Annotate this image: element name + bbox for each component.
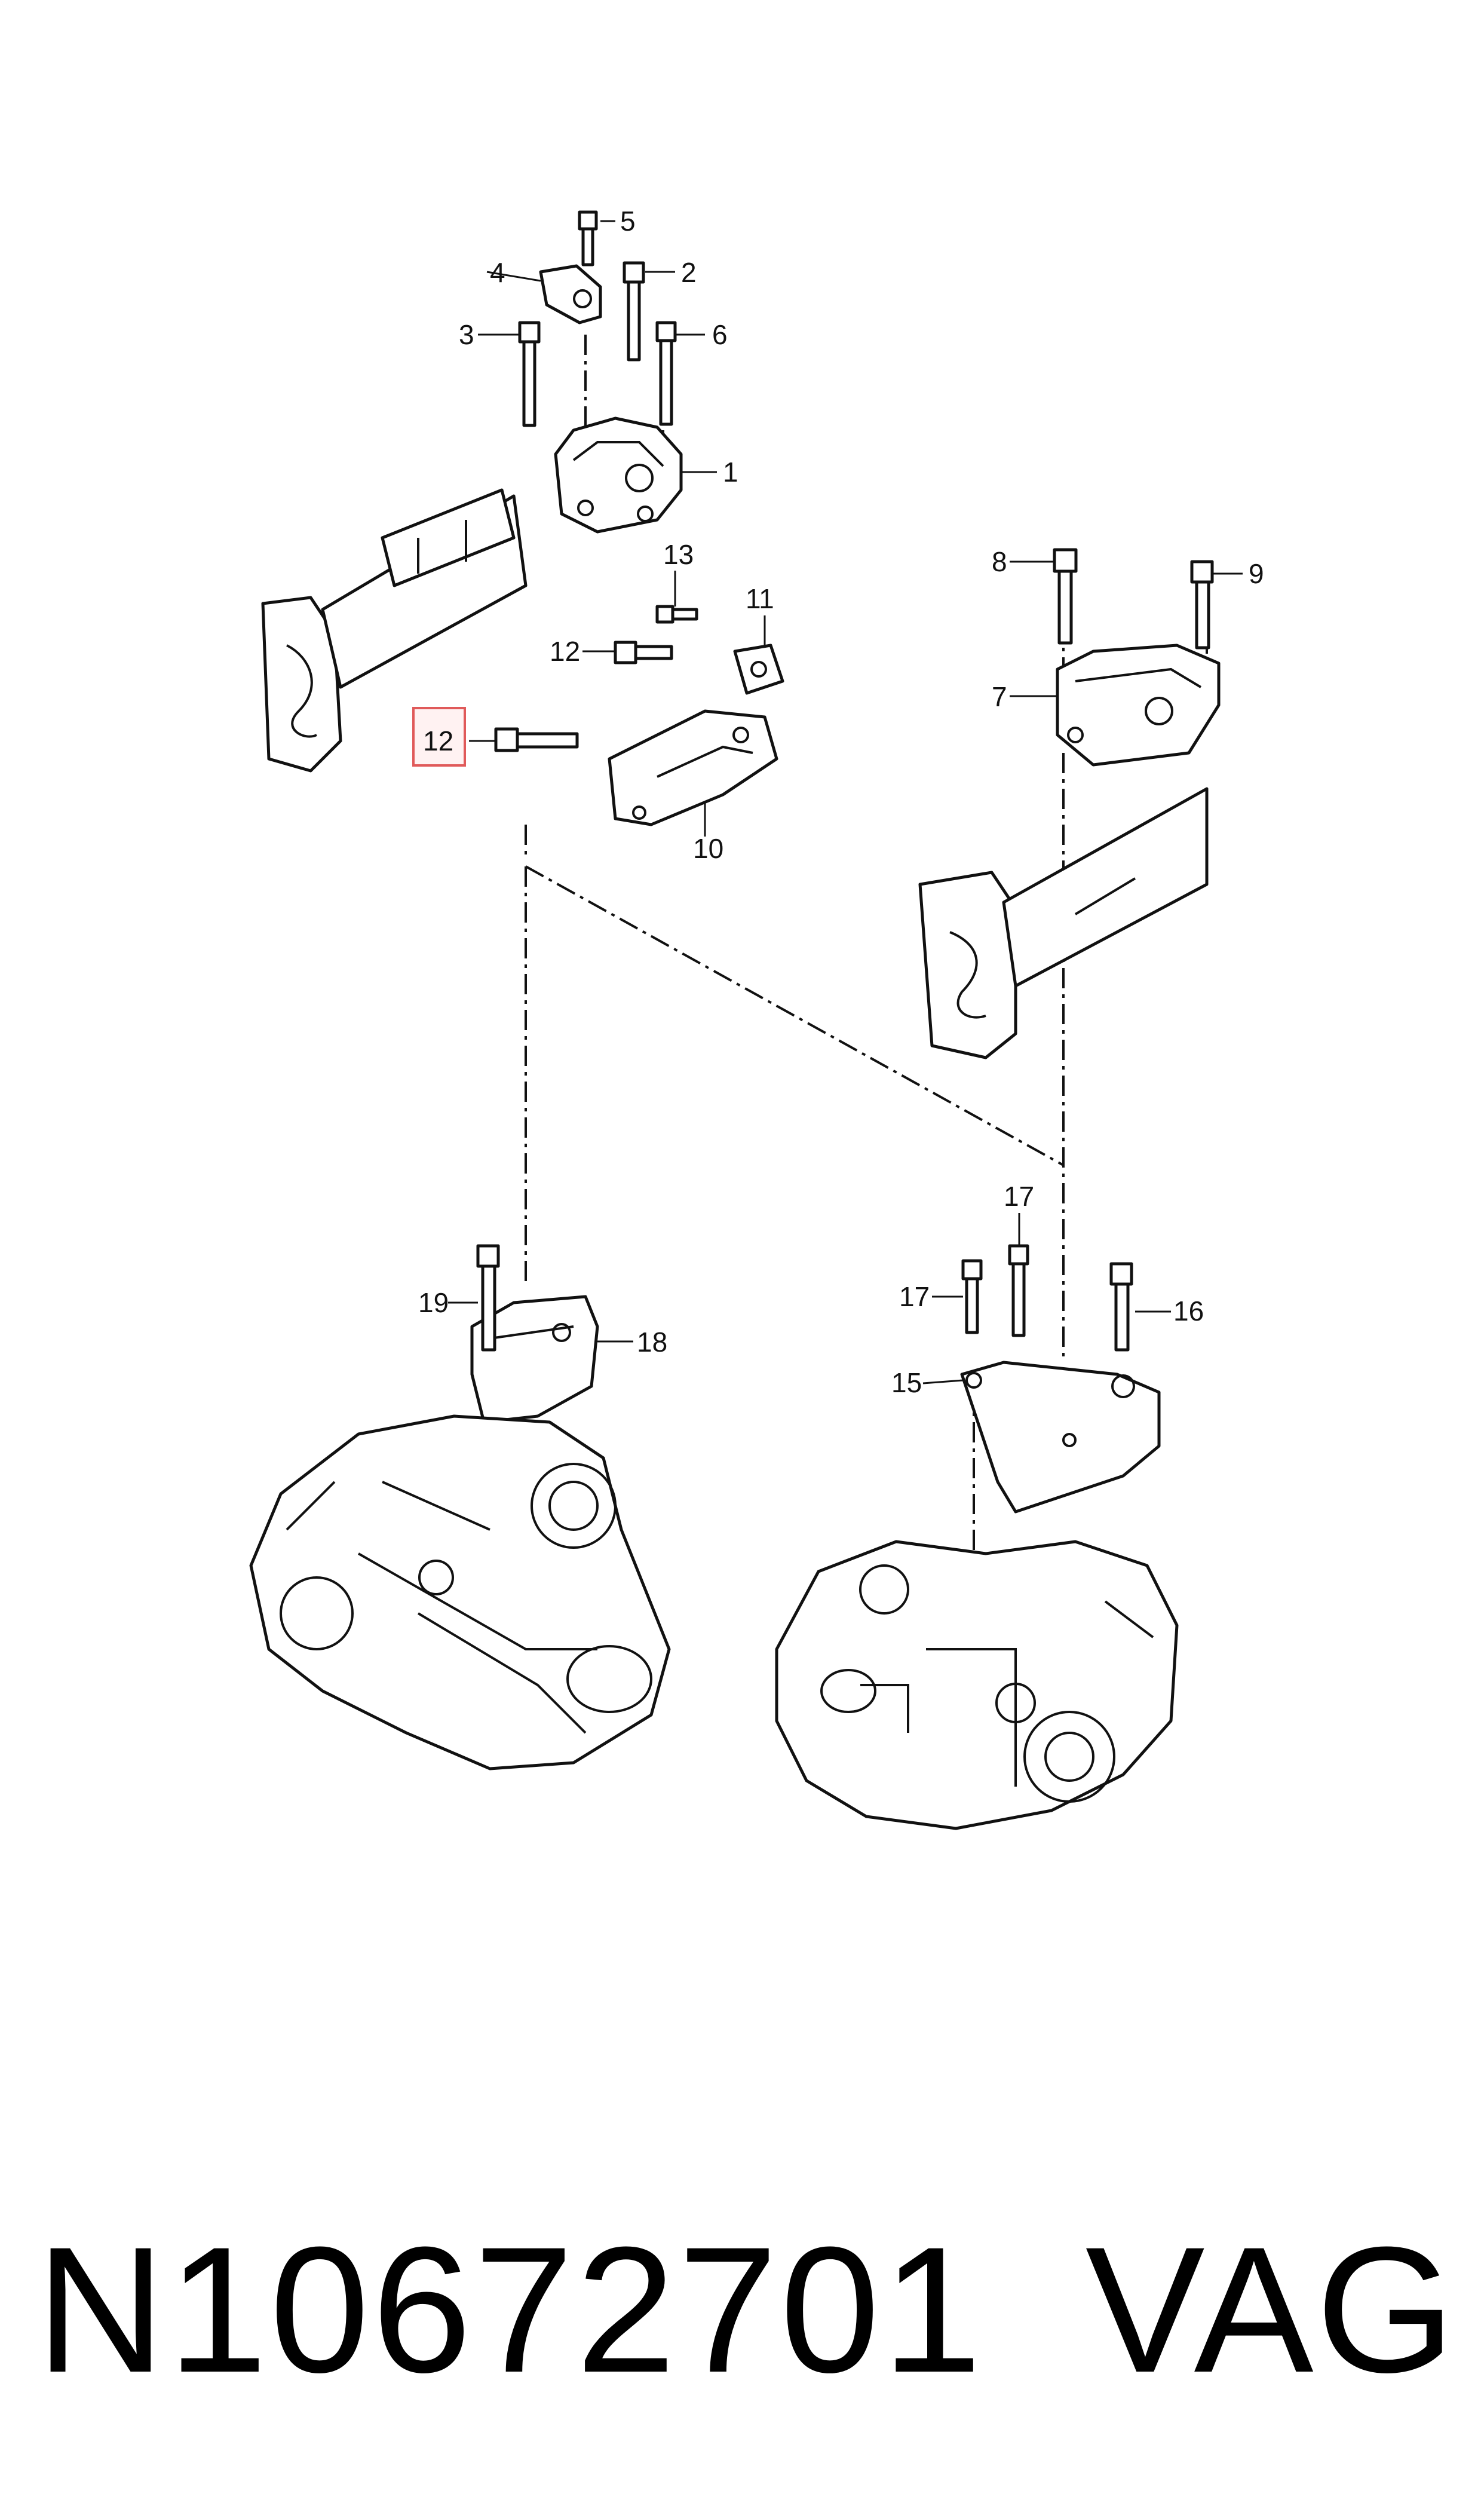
bolt-5[interactable] [578, 210, 598, 266]
manual-gearbox [249, 1414, 671, 1770]
part-number: N10672701 [36, 2209, 985, 2410]
automatic-gearbox [775, 1540, 1179, 1830]
bolt-16[interactable] [1109, 1262, 1133, 1352]
gearbox-mount-18[interactable] [470, 1295, 599, 1424]
bracket-4[interactable] [539, 264, 602, 324]
bracket-15[interactable] [960, 1361, 1161, 1514]
bolt-12-upper[interactable] [614, 641, 673, 664]
bolt-6[interactable] [655, 321, 677, 426]
bolt-19[interactable] [476, 1244, 500, 1352]
callout-12-upper[interactable]: 12 [550, 636, 580, 667]
callout-10[interactable]: 10 [693, 833, 723, 864]
subframe-bracket-right [918, 787, 1209, 1059]
callout-1[interactable]: 1 [723, 457, 738, 488]
callout-13[interactable]: 13 [663, 539, 694, 570]
bolt-8[interactable] [1053, 548, 1078, 645]
bracket-10[interactable] [608, 709, 778, 826]
callout-15[interactable]: 15 [891, 1367, 922, 1398]
bolt-17-b[interactable] [1008, 1244, 1029, 1337]
subframe-bracket-left [261, 488, 528, 773]
callout-12-highlighted[interactable]: 12 [423, 725, 453, 756]
footer: N10672701 VAG [36, 2211, 1458, 2408]
bolt-2[interactable] [623, 261, 645, 362]
callout-leader-lines [448, 220, 1243, 1384]
callout-labels: 1 2 3 4 5 6 7 8 9 10 11 12 12 13 15 16 1… [418, 206, 1264, 1398]
callout-17-left[interactable]: 17 [899, 1281, 930, 1312]
bolt-13[interactable] [655, 605, 698, 624]
callout-5[interactable]: 5 [620, 206, 636, 237]
bolt-12-lower[interactable] [494, 727, 579, 752]
callout-19[interactable]: 19 [418, 1287, 449, 1318]
bolt-3[interactable] [518, 321, 541, 427]
engine-mount-1[interactable] [554, 416, 683, 534]
callout-8[interactable]: 8 [992, 546, 1007, 577]
callout-2[interactable]: 2 [681, 257, 697, 288]
transmission-mount-7[interactable] [1056, 644, 1221, 767]
callout-6[interactable]: 6 [712, 319, 728, 350]
callout-18[interactable]: 18 [637, 1327, 667, 1358]
washer-11[interactable] [733, 644, 784, 695]
callout-11[interactable]: 11 [746, 583, 774, 614]
callout-9[interactable]: 9 [1249, 558, 1264, 589]
bolt-17-a[interactable] [961, 1259, 983, 1334]
bolt-9[interactable] [1190, 560, 1214, 650]
callout-4[interactable]: 4 [490, 257, 505, 288]
callout-16[interactable]: 16 [1173, 1295, 1204, 1327]
callout-17-top[interactable]: 17 [1004, 1181, 1034, 1212]
brand-name: VAG [1085, 2209, 1458, 2410]
callout-7[interactable]: 7 [992, 681, 1007, 712]
highlight-box [412, 707, 466, 767]
callout-3[interactable]: 3 [459, 319, 474, 350]
